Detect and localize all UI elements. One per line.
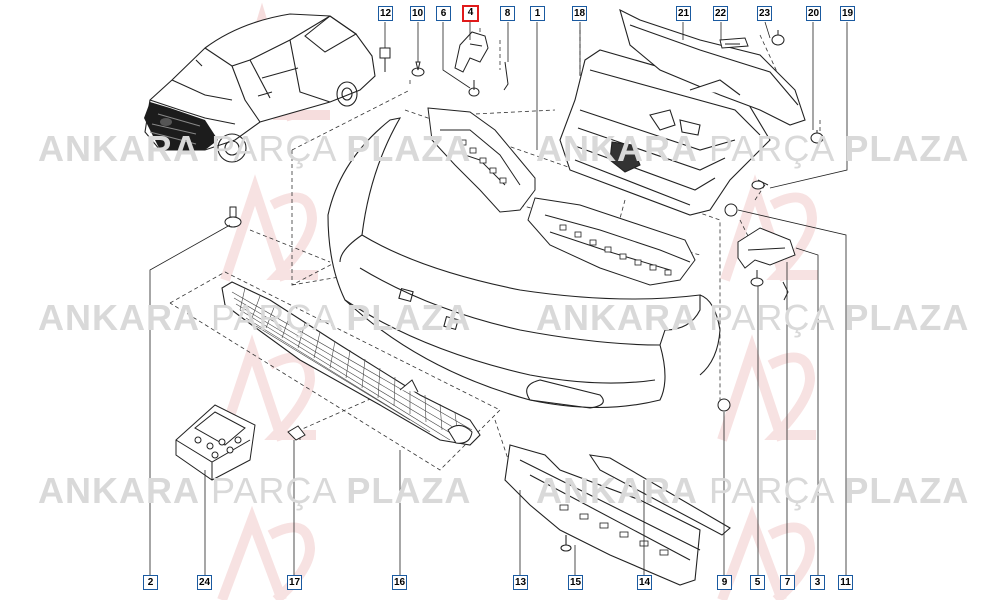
callout-13[interactable]: 13 <box>513 575 528 590</box>
callout-17[interactable]: 17 <box>287 575 302 590</box>
callout-4-highlighted[interactable]: 4 <box>462 5 479 22</box>
clip-9 <box>717 398 731 412</box>
callout-1[interactable]: 1 <box>530 6 545 21</box>
callout-21[interactable]: 21 <box>676 6 691 21</box>
callout-3[interactable]: 3 <box>810 575 825 590</box>
energy-absorber-right <box>527 197 696 286</box>
watermark-logo-lower-right <box>717 334 816 442</box>
callout-18[interactable]: 18 <box>572 6 587 21</box>
callout-11[interactable]: 11 <box>838 575 853 590</box>
callout-2[interactable]: 2 <box>143 575 158 590</box>
watermark-logo-bottom-right <box>717 505 816 600</box>
callout-6[interactable]: 6 <box>436 6 451 21</box>
car-front-shaded <box>144 102 218 150</box>
callout-15[interactable]: 15 <box>568 575 583 590</box>
callout-5[interactable]: 5 <box>750 575 765 590</box>
callout-10[interactable]: 10 <box>410 6 425 21</box>
lower-deflector <box>504 444 731 586</box>
watermark-logo-lower-left <box>217 334 316 442</box>
fastener-kit-box <box>175 404 256 481</box>
callout-8[interactable]: 8 <box>500 6 515 21</box>
callout-20[interactable]: 20 <box>806 6 821 21</box>
callout-23[interactable]: 23 <box>757 6 772 21</box>
bumper-bracket-4 <box>454 31 489 73</box>
callout-16[interactable]: 16 <box>392 575 407 590</box>
watermark-logo-mid-left <box>220 174 318 282</box>
callout-22[interactable]: 22 <box>713 6 728 21</box>
car-illustration <box>144 13 376 163</box>
energy-absorber-left <box>427 107 536 213</box>
side-bracket <box>737 227 796 301</box>
callout-9[interactable]: 9 <box>717 575 732 590</box>
callout-19[interactable]: 19 <box>840 6 855 21</box>
upper-trim-panel <box>619 8 806 126</box>
leader-lines <box>149 21 848 575</box>
lower-grille <box>221 281 481 446</box>
callout-7[interactable]: 7 <box>780 575 795 590</box>
front-bumper <box>327 117 721 409</box>
callout-12[interactable]: 12 <box>378 6 393 21</box>
fasteners-top <box>224 30 824 228</box>
callout-24[interactable]: 24 <box>197 575 212 590</box>
callout-14[interactable]: 14 <box>637 575 652 590</box>
